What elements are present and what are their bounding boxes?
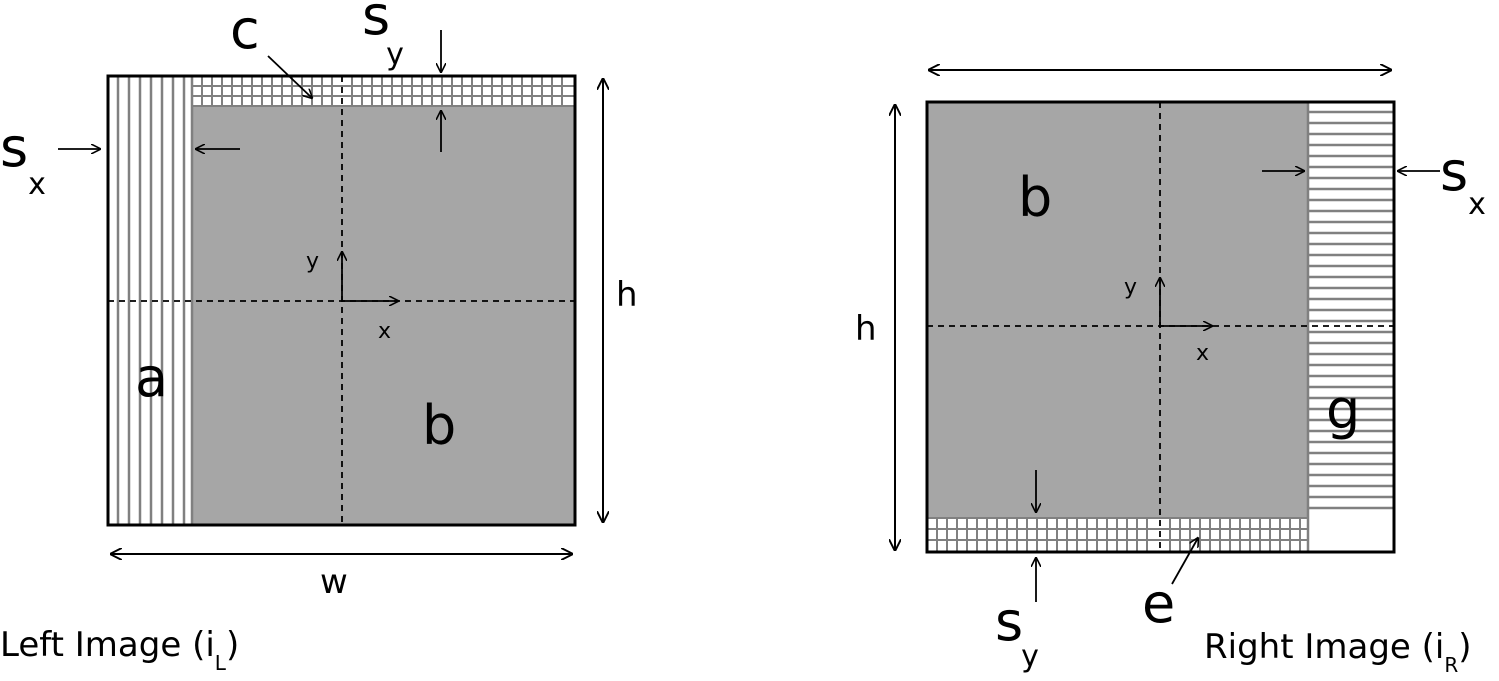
left-caption-main: Left Image (i [0,625,215,665]
right-sx-label: sx [1440,140,1486,222]
right-region-g-stripes [1306,102,1394,552]
right-region-e-label: e [1142,572,1175,635]
left-sx-label: sx [0,116,46,202]
right-sx-subscript: x [1468,187,1486,222]
right-image: x y b g e sx sy h Right Image (iR) [855,70,1486,677]
right-image-border [925,100,1396,554]
right-region-g-label: g [1326,378,1360,441]
left-region-b-fill [192,107,575,525]
left-axis-x-label: x [378,319,391,344]
left-axis-y-label: y [306,249,319,274]
left-image-border [106,74,577,527]
left-width-label: w [320,562,348,602]
right-region-e-pointer [1171,538,1198,585]
left-caption-subscript: L [215,651,227,675]
left-region-c-grid [192,76,575,107]
right-caption-subscript: R [1444,653,1458,677]
left-height-label: h [616,275,638,315]
right-region-b-fill [927,102,1308,518]
left-sy-main: s [362,0,390,47]
right-image-caption: Right Image (iR) [1204,627,1472,677]
right-sx-main: s [1440,140,1468,203]
left-region-a-stripes [116,76,194,525]
left-region-a-label: a [135,346,168,409]
left-sy-subscript: y [386,37,404,72]
right-height-label: h [855,309,877,349]
left-region-b-label: b [422,394,456,457]
right-sy-subscript: y [1021,639,1039,674]
right-caption-close: ) [1458,627,1471,667]
left-region-c-label: c [230,0,260,61]
left-sx-subscript: x [28,167,46,202]
right-caption-main: Right Image (i [1204,627,1444,667]
right-axis-x-label: x [1196,341,1209,366]
left-sx-main: s [0,116,28,179]
right-sy-main: s [995,590,1023,653]
right-axis-y-label: y [1124,275,1137,300]
right-region-b-label: b [1018,166,1052,229]
right-region-e-grid [927,517,1308,552]
left-image-caption: Left Image (iL) [0,625,239,675]
left-caption-close: ) [226,625,239,665]
left-region-c-pointer [267,55,312,98]
